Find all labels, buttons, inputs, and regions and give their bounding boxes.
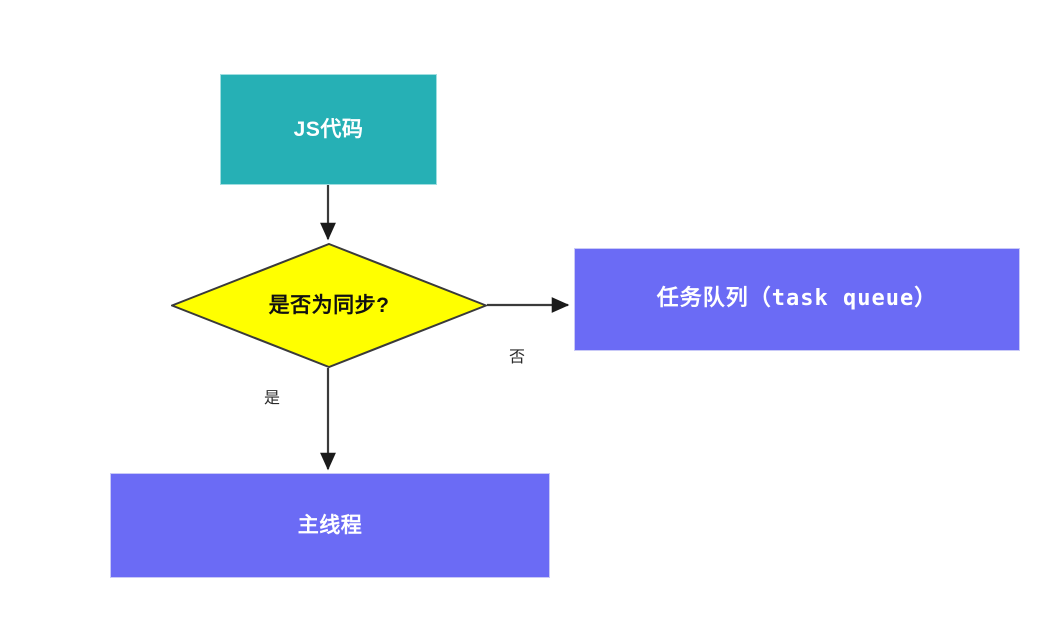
node-js-code-label: JS代码 — [293, 117, 364, 141]
node-js-code[interactable]: JS代码 — [220, 74, 437, 185]
node-main-thread[interactable]: 主线程 — [110, 473, 550, 578]
node-decision-label: 是否为同步? — [268, 293, 390, 317]
node-task-queue-label: 任务队列（task queue） — [656, 286, 938, 312]
node-decision-is-synchronous[interactable]: 是否为同步? — [171, 243, 487, 368]
node-task-queue[interactable]: 任务队列（task queue） — [574, 248, 1020, 351]
node-main-thread-label: 主线程 — [297, 513, 363, 537]
edge-label-no: 否 — [509, 349, 526, 366]
edge-label-yes: 是 — [264, 390, 281, 407]
diamond-shape — [171, 243, 487, 368]
